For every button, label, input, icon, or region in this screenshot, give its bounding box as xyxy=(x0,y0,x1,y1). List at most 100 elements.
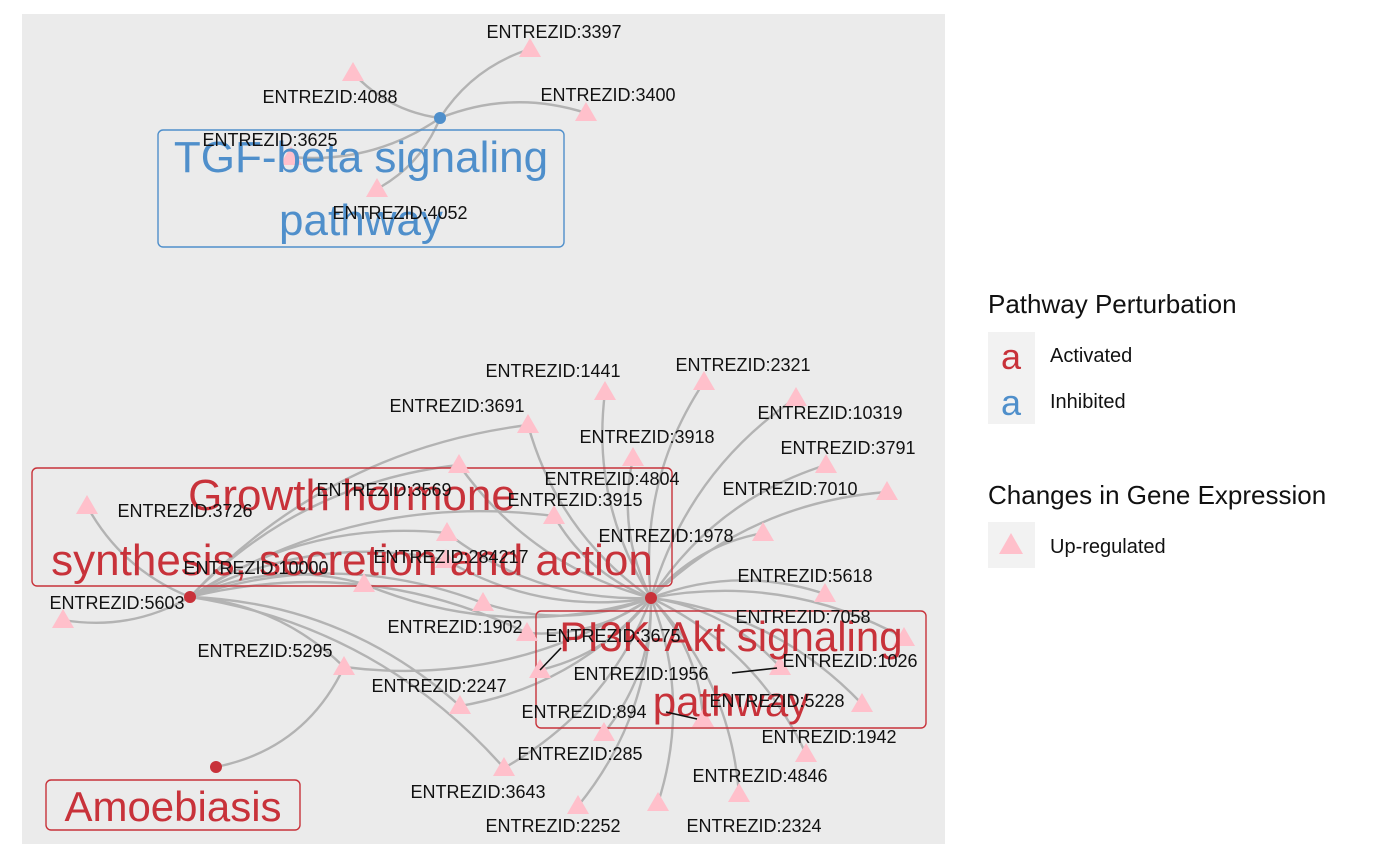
edge-entrezid-3915-pi3k xyxy=(552,515,652,600)
edge-entrezid-3625-tgf xyxy=(290,117,441,160)
gene-label-entrezid-1441: ENTREZID:1441 xyxy=(485,361,620,381)
gene-node-entrezid-5228 xyxy=(851,693,873,712)
edge-entrezid-3400-tgf xyxy=(439,101,587,120)
gene-label-entrezid-10000: ENTREZID:10000 xyxy=(183,558,328,578)
gene-label-entrezid-3397: ENTREZID:3397 xyxy=(486,22,621,42)
edge-entrezid-2247-pi3k xyxy=(459,597,652,708)
edge-entrezid-10000-pi3k xyxy=(363,582,652,619)
gene-label-entrezid-4804: ENTREZID:4804 xyxy=(544,469,679,489)
edge-entrezid-3691-gh xyxy=(189,423,529,598)
edge-entrezid-4804-gh xyxy=(189,463,460,598)
label-leader-line-1 xyxy=(539,647,562,671)
legend-key-up-regulated-triangle xyxy=(999,533,1023,554)
gene-label-entrezid-4052: ENTREZID:4052 xyxy=(332,203,467,223)
pathway-label-pi3k-line-1: PI3K-Akt signaling xyxy=(559,613,902,660)
gene-node-entrezid-3397 xyxy=(519,38,541,57)
edge-entrezid-2321-pi3k xyxy=(647,381,705,599)
gene-label-entrezid-3918: ENTREZID:3918 xyxy=(579,427,714,447)
gene-node-entrezid-285 xyxy=(593,722,615,741)
gene-node-entrezid-3625 xyxy=(280,146,302,165)
edge-entrezid-4846-pi3k xyxy=(650,597,741,795)
gene-label-entrezid-2252: ENTREZID:2252 xyxy=(485,816,620,836)
gene-node-entrezid-4052 xyxy=(366,178,388,197)
edge-entrezid-3726-gh xyxy=(85,505,191,599)
pathway-label-gh-line-1: Growth hormone xyxy=(188,471,516,520)
gene-label-entrezid-10319: ENTREZID:10319 xyxy=(757,403,902,423)
pathway-box-tgf xyxy=(157,129,565,248)
gene-label-entrezid-5228: ENTREZID:5228 xyxy=(709,691,844,711)
gene-node-entrezid-284217 xyxy=(435,549,457,568)
edge-entrezid-3569-pi3k xyxy=(446,532,652,600)
gene-node-entrezid-3791 xyxy=(815,454,837,473)
gene-label-entrezid-7058: ENTREZID:7058 xyxy=(735,607,870,627)
edge-entrezid-5603-gh xyxy=(62,595,191,625)
gene-node-entrezid-5603 xyxy=(52,609,74,628)
edge-entrezid-1978-pi3k xyxy=(650,531,764,599)
gene-label-entrezid-3726: ENTREZID:3726 xyxy=(117,501,252,521)
pathway-label-pi3k-line-2: pathway xyxy=(653,678,809,725)
legend-title-perturbation: Pathway Perturbation xyxy=(988,289,1237,319)
pathway-node-gh xyxy=(184,591,196,603)
gene-node-entrezid-10000 xyxy=(353,573,375,592)
pathway-box-amoeb xyxy=(45,779,301,831)
legend: Pathway Perturbation a Activated a Inhib… xyxy=(988,289,1326,568)
gene-node-entrezid-7058 xyxy=(893,627,915,646)
edge-entrezid-3643-pi3k xyxy=(503,597,653,770)
gene-label-entrezid-2321: ENTREZID:2321 xyxy=(675,355,810,375)
pathway-label-gh-line-2: synthesis, secretion and action xyxy=(51,536,653,585)
gene-node-entrezid-3918 xyxy=(622,447,644,466)
legend-key-inhibited-glyph: a xyxy=(1001,382,1022,423)
edge-entrezid-284217-pi3k xyxy=(445,558,652,604)
label-leader-line-3 xyxy=(665,711,698,720)
pathway-node-tgf xyxy=(434,112,446,124)
gene-label-entrezid-2247: ENTREZID:2247 xyxy=(371,676,506,696)
gene-label-entrezid-3400: ENTREZID:3400 xyxy=(540,85,675,105)
gene-label-entrezid-1026: ENTREZID:1026 xyxy=(782,651,917,671)
pathway-label-amoeb-line-1: Amoebiasis xyxy=(64,783,281,830)
gene-node-entrezid-2321 xyxy=(693,371,715,390)
edge-entrezid-5295-pi3k xyxy=(343,596,652,673)
legend-label-inhibited: Inhibited xyxy=(1050,391,1126,413)
gene-node-entrezid-3691 xyxy=(517,414,539,433)
edge-entrezid-3915-gh xyxy=(189,510,555,599)
gene-node-entrezid-3569 xyxy=(436,522,458,541)
legend-key-inhibited-bg xyxy=(988,378,1035,424)
gene-label-entrezid-3625: ENTREZID:3625 xyxy=(202,130,337,150)
gene-node-entrezid-894 xyxy=(692,708,714,727)
gene-label-entrezid-2324: ENTREZID:2324 xyxy=(686,816,821,836)
edge-entrezid-10319-pi3k xyxy=(649,397,797,599)
edge-entrezid-2252-pi3k xyxy=(577,597,653,807)
edge-entrezid-4052-tgf xyxy=(376,117,442,191)
edge-entrezid-1902-pi3k xyxy=(482,596,652,617)
gene-label-entrezid-3643: ENTREZID:3643 xyxy=(410,782,545,802)
edge-entrezid-3643-gh xyxy=(189,595,505,769)
gene-node-entrezid-1026 xyxy=(769,656,791,675)
gene-node-entrezid-7010 xyxy=(876,481,898,500)
gene-node-entrezid-1942 xyxy=(795,743,817,762)
edge-amoebiasis-entrezid-5295 xyxy=(215,666,346,769)
edge-entrezid-7010-pi3k xyxy=(650,490,888,599)
gene-node-entrezid-5295 xyxy=(333,656,355,675)
gene-node-entrezid-4846 xyxy=(728,783,750,802)
gene-label-entrezid-3691: ENTREZID:3691 xyxy=(389,396,524,416)
pathway-label-tgf-line-1: TGF-beta signaling xyxy=(174,133,548,182)
gene-node-entrezid-2247 xyxy=(449,695,471,714)
edge-entrezid-3397-tgf xyxy=(438,47,531,119)
gene-label-entrezid-5603: ENTREZID:5603 xyxy=(49,593,184,613)
gene-node-entrezid-3400 xyxy=(575,102,597,121)
gene-node-entrezid-10319 xyxy=(785,387,807,406)
pathway-box-gh xyxy=(31,467,673,587)
edge-entrezid-3918-pi3k xyxy=(626,457,653,599)
nodes-layer xyxy=(52,38,915,814)
gene-node-entrezid-1956 xyxy=(529,659,551,678)
gene-node-entrezid-1902 xyxy=(472,592,494,611)
gene-label-entrezid-4846: ENTREZID:4846 xyxy=(692,766,827,786)
legend-label-activated: Activated xyxy=(1050,345,1132,367)
edge-entrezid-284217-gh xyxy=(189,550,447,599)
gene-label-entrezid-1902: ENTREZID:1902 xyxy=(387,617,522,637)
pathway-node-pi3k xyxy=(645,592,657,604)
gene-label-entrezid-285: ENTREZID:285 xyxy=(517,744,642,764)
gene-label-entrezid-284217: ENTREZID:284217 xyxy=(373,547,528,567)
gene-label-entrezid-1956: ENTREZID:1956 xyxy=(573,664,708,684)
